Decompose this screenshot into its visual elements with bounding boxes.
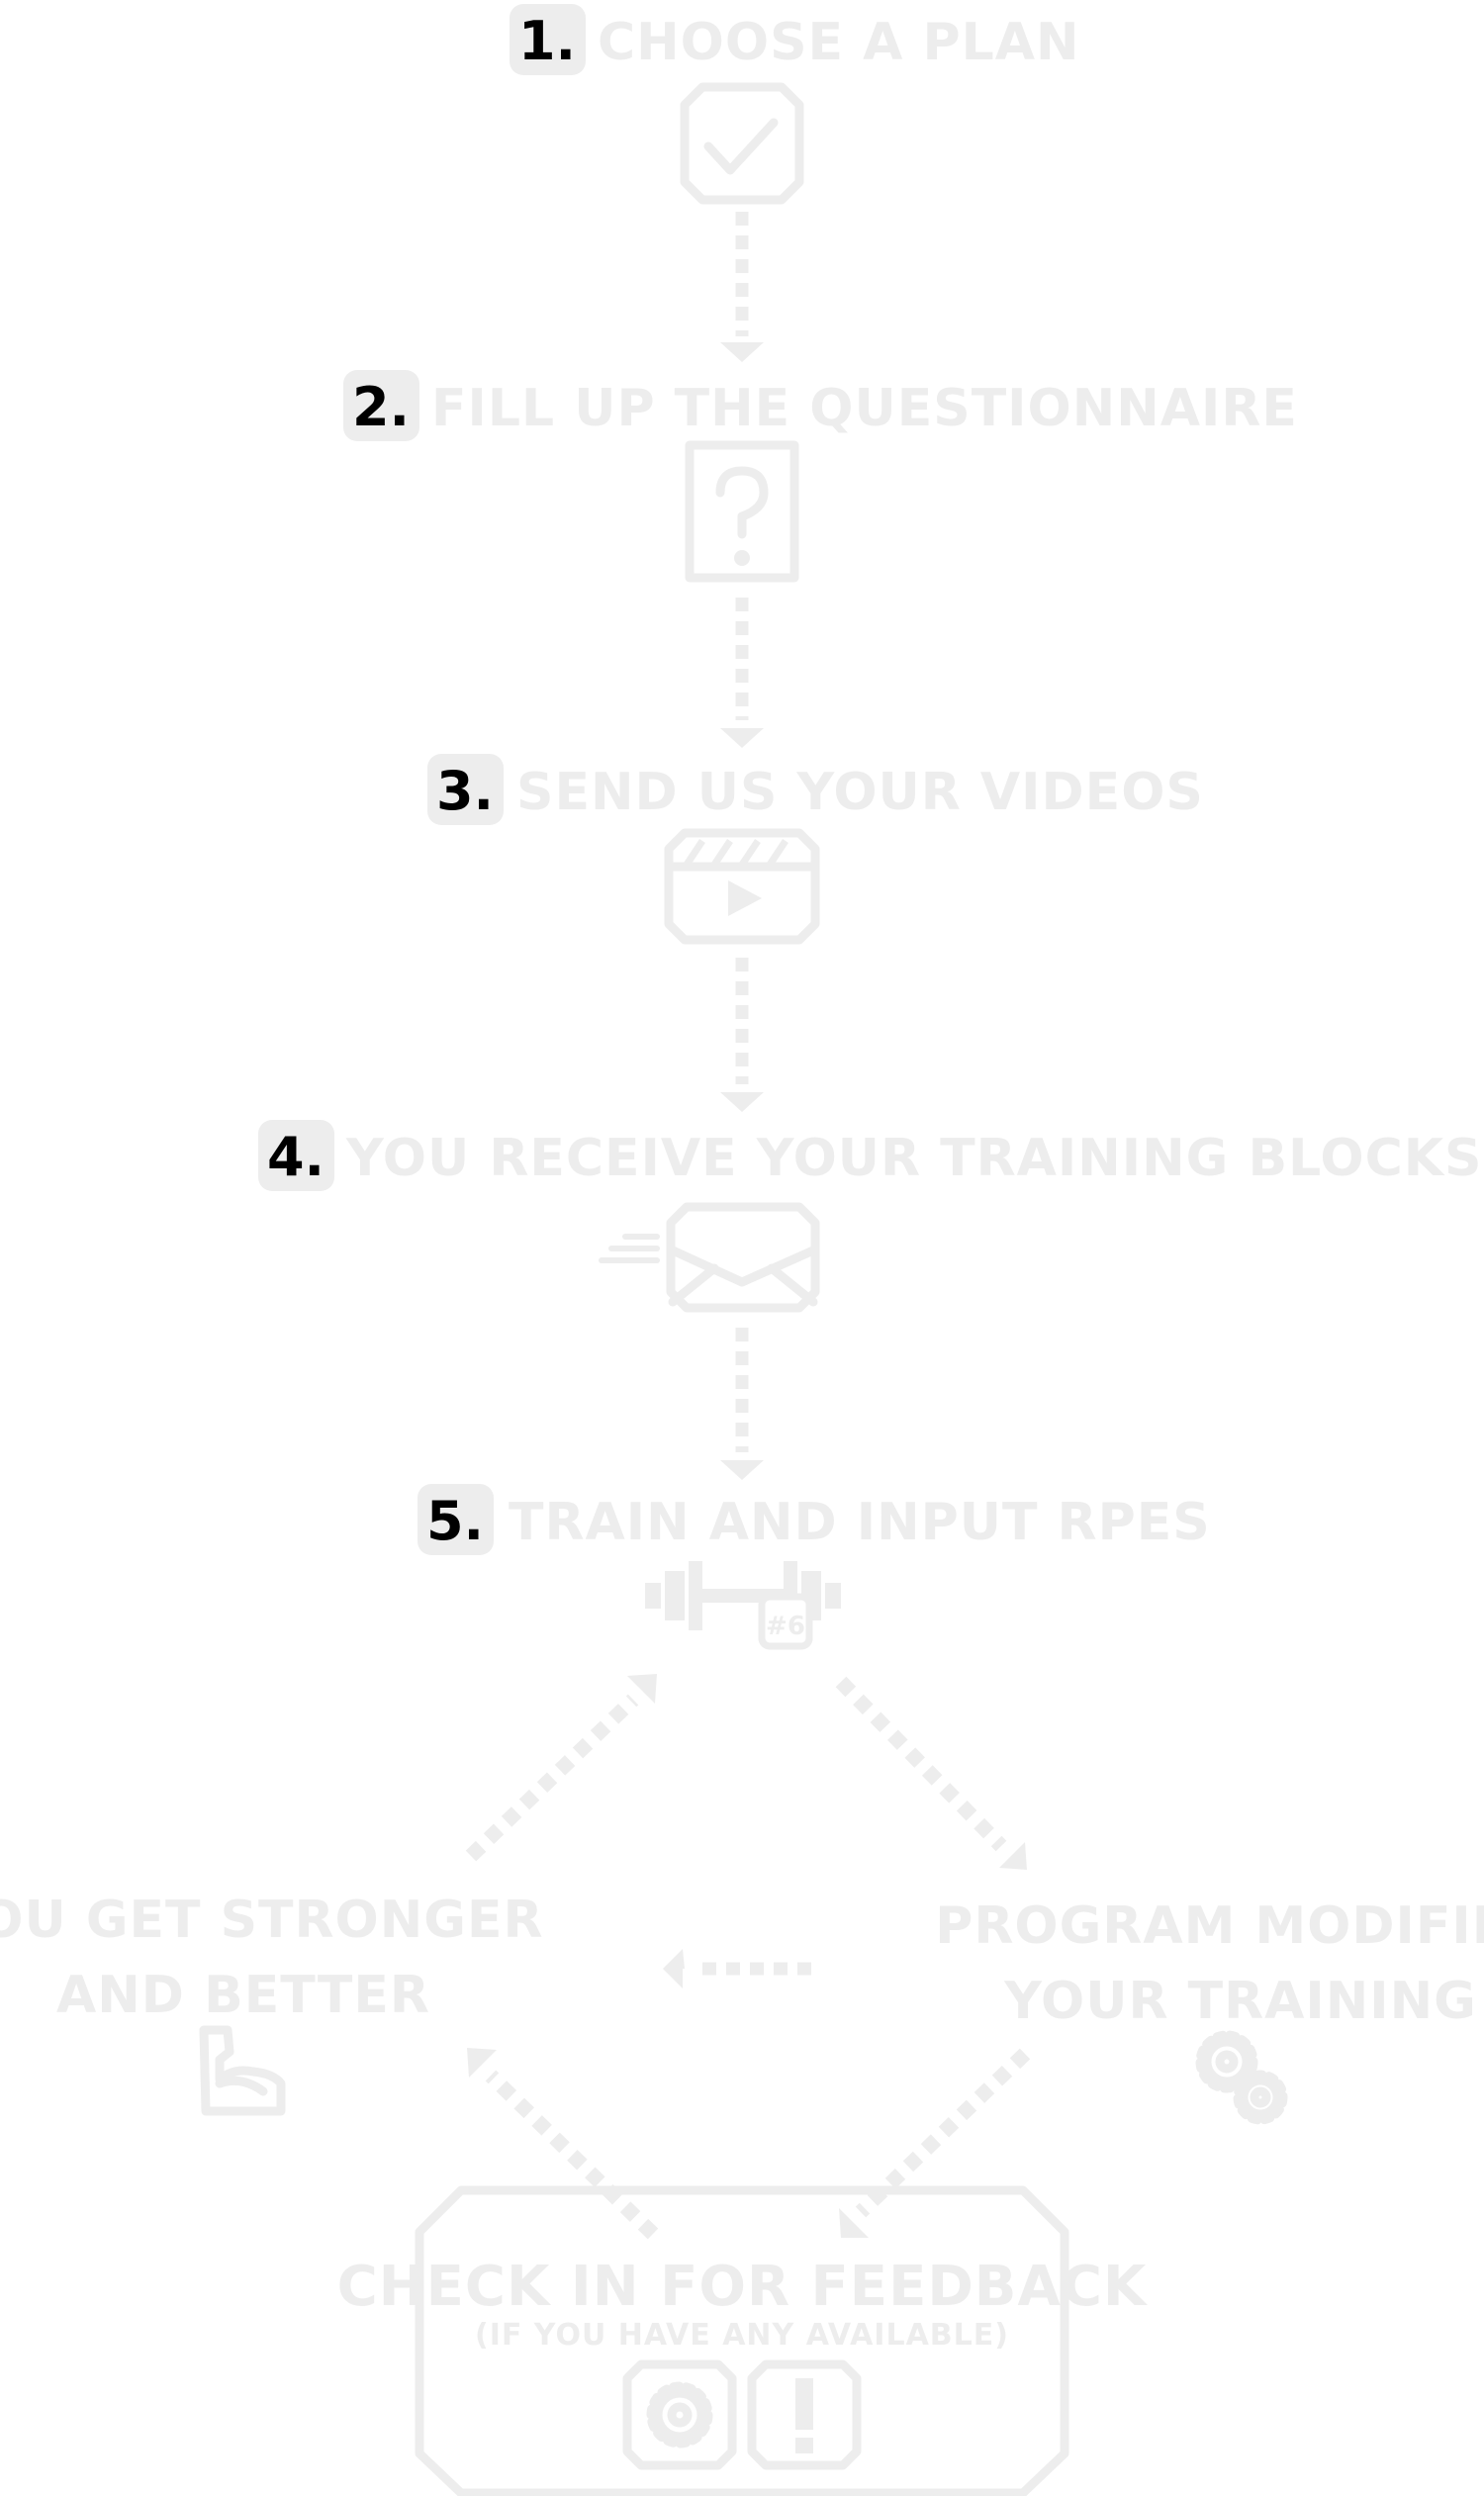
program-line-2: YOUR TRAINING (1003, 1972, 1477, 2031)
step-1-label: CHOOSE A PLAN (598, 13, 1080, 72)
gears-icon (1195, 2030, 1288, 2125)
program-line-1: PROGRAM MODIFIES (935, 1896, 1484, 1956)
node-feedback: CHECK IN FOR FEEDBACK (IF YOU HAVE ANY A… (337, 2185, 1149, 2496)
arrow-to-training (465, 1674, 657, 1862)
video-clapper-icon (664, 828, 820, 945)
stronger-line-2: AND BETTER (56, 1966, 430, 2025)
arrow-program-to-stronger (663, 1949, 811, 1988)
step-3-number-badge (427, 754, 504, 825)
step-1: 1. CHOOSE A PLAN (510, 4, 1080, 75)
step-5-label: TRAIN AND INPUT RPES (509, 1493, 1211, 1552)
step-2: 2. FILL UP THE QUESTIONNAIRE (343, 370, 1298, 441)
question-card-icon (685, 440, 799, 583)
step-4-label: YOU RECEIVE YOUR TRAINING BLOCKS (345, 1129, 1482, 1188)
connector-2-3 (720, 598, 764, 748)
step-2-label: FILL UP THE QUESTIONNAIRE (431, 379, 1298, 438)
rpe-badge-text: #6 (766, 1612, 805, 1641)
step-5-number: 5. (426, 1490, 484, 1552)
arrow-program-to-feedback (839, 2048, 1031, 2238)
step-2-number: 2. (352, 376, 410, 438)
node-stronger: YOU GET STRONGER AND BETTER (0, 1891, 544, 2116)
step-4-number-badge (258, 1120, 334, 1191)
feedback-title: CHECK IN FOR FEEDBACK (337, 2255, 1149, 2319)
stronger-line-1: YOU GET STRONGER (0, 1891, 544, 1950)
checkbox-icon (680, 82, 804, 205)
step-3: 3. SEND US YOUR VIDEOS (427, 754, 1204, 825)
connector-3-4 (720, 958, 764, 1112)
step-4: 4. YOU RECEIVE YOUR TRAINING BLOCKS (258, 1120, 1482, 1191)
step-5-number-badge (417, 1484, 494, 1555)
step-1-number: 1. (518, 10, 576, 72)
step-3-number: 3. (436, 760, 494, 822)
step-2-number-badge (343, 370, 419, 441)
flexed-arm-icon (199, 2025, 286, 2116)
feedback-subtitle: (IF YOU HAVE ANY AVAILABLE) (475, 2318, 1009, 2353)
envelope-icon (599, 1202, 820, 1313)
exclamation-icon (747, 2359, 862, 2470)
step-3-label: SEND US YOUR VIDEOS (516, 763, 1204, 822)
step-4-number: 4. (267, 1126, 325, 1188)
arrow-feedback-to-stronger (467, 2048, 659, 2240)
connector-4-5 (720, 1328, 764, 1480)
step-1-number-badge (510, 4, 586, 75)
barbell-icon: #6 (645, 1561, 841, 1650)
connector-1-2 (720, 212, 764, 362)
arrow-to-program (835, 1676, 1027, 1870)
gear-icon (622, 2359, 737, 2470)
node-program: PROGRAM MODIFIES YOUR TRAINING (935, 1896, 1484, 2125)
step-5: 5. TRAIN AND INPUT RPES (417, 1484, 1211, 1555)
